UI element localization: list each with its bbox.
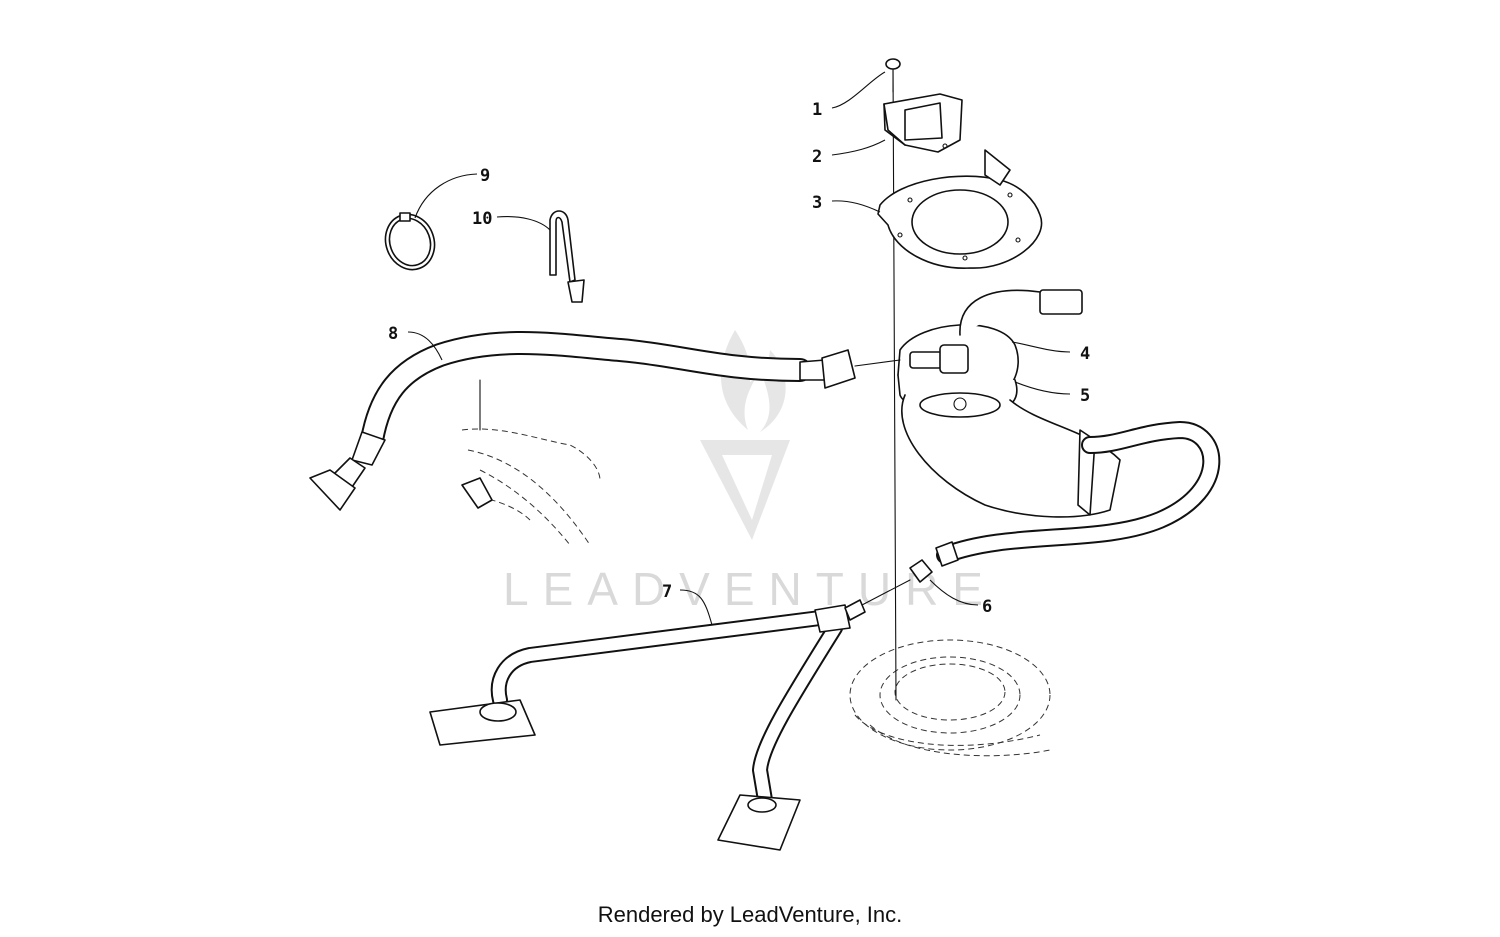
callout-4: 4 <box>1080 344 1090 364</box>
mounting-bracket[interactable] <box>883 93 963 153</box>
hose-clamp[interactable] <box>378 207 442 276</box>
callout-6: 6 <box>982 597 992 617</box>
callout-8: 8 <box>388 324 398 344</box>
return-line-fitting[interactable] <box>861 559 933 606</box>
ghost-frame-outline <box>461 428 601 546</box>
watermark-text: LEADVENTURE <box>503 563 997 615</box>
render-credit: Rendered by LeadVenture, Inc. <box>597 902 903 927</box>
callout-1: 1 <box>812 100 822 120</box>
callout-5: 5 <box>1080 386 1090 406</box>
assembly-axis-line <box>892 64 897 701</box>
callout-leaders <box>407 71 1071 626</box>
return-hose[interactable] <box>935 421 1221 567</box>
callout-9: 9 <box>480 166 490 186</box>
pump-strainer[interactable] <box>919 392 1001 418</box>
callout-10: 10 <box>472 209 492 229</box>
cable-tie-clip[interactable] <box>549 210 585 303</box>
screw[interactable] <box>885 58 901 93</box>
retaining-ring[interactable] <box>877 149 1043 269</box>
vent-hose-assembly[interactable] <box>429 599 866 851</box>
ghost-tank-opening <box>849 639 1051 757</box>
callout-7: 7 <box>662 582 672 602</box>
callout-2: 2 <box>812 147 822 167</box>
callout-3: 3 <box>812 193 822 213</box>
fuel-supply-hose[interactable] <box>309 331 901 511</box>
